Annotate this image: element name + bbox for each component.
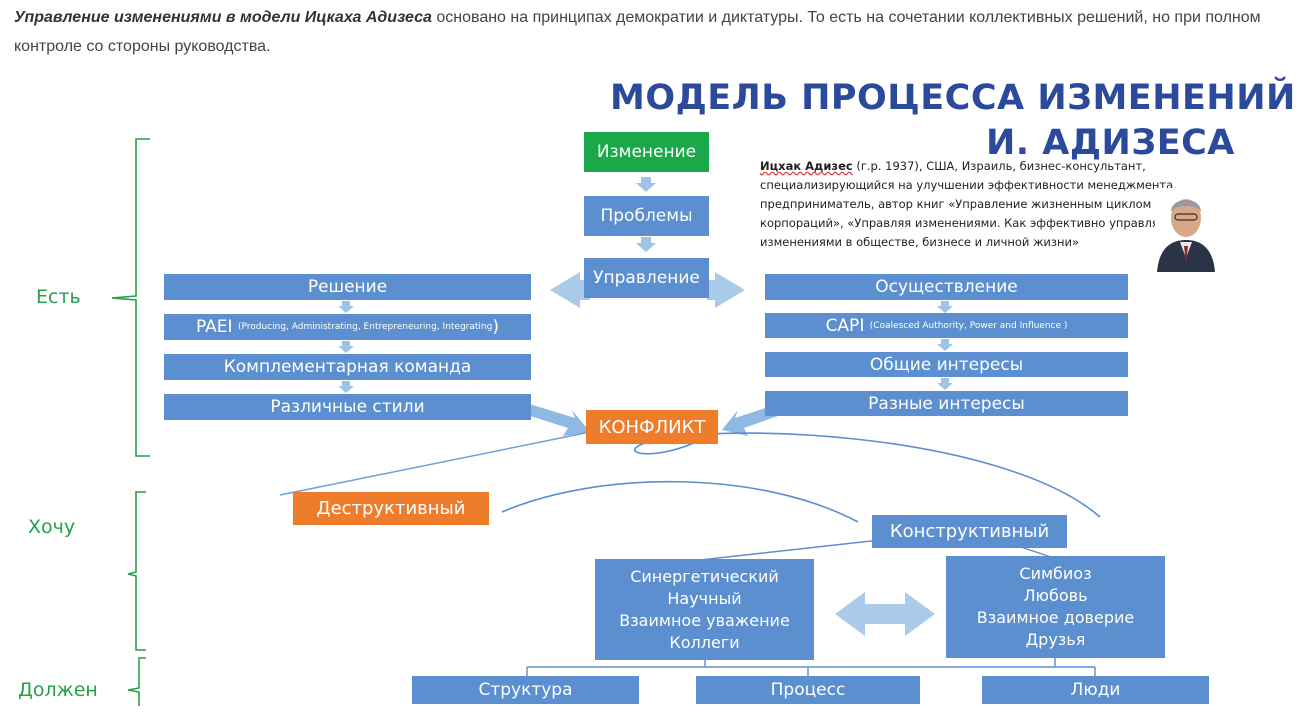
symbiosis-line-2: Любовь [1023,586,1088,605]
capi-label: CAPI [825,315,865,336]
box-process: Процесс [696,676,920,704]
side-label-want: Хочу [28,516,76,538]
adizes-portrait [1155,188,1217,272]
box-different-interests: Разные интересы [765,391,1128,416]
brace-want [127,491,146,651]
arrow-left-big [550,272,590,308]
synergy-line-3: Взаимное уважение [619,610,790,630]
box-implementation: Осуществление [765,274,1128,300]
box-complementary-team: Комплементарная команда [164,354,531,380]
capi-detail: (Coalesced Authority, Power and Influenc… [869,320,1068,331]
adizes-bio: Ицхак Адизес (г.р. 1937), США, Израиль, … [760,157,1180,252]
line-destructive-constructive [501,480,859,523]
line-conflict-constructive [633,432,1101,518]
box-solution: Решение [164,274,531,300]
box-different-styles: Различные стили [164,394,531,420]
synergy-line-4: Коллеги [669,632,740,652]
symbiosis-line-1: Симбиоз [1019,564,1092,583]
arrow-down-2 [636,237,656,252]
intro-paragraph: Управление изменениями в модели Ицкаха А… [14,3,1314,61]
box-problems: Проблемы [584,196,709,236]
paei-label: PAEI [196,317,233,337]
line-conflict-destructive [279,431,591,496]
box-symbiosis: Симбиоз Любовь Взаимное доверие Друзья [946,556,1165,658]
intro-bold: Управление изменениями в модели Ицкаха А… [14,9,432,26]
box-management: Управление [584,258,709,298]
paei-close: ) [492,317,499,337]
intro-text: основано на принципах демократии и дикта… [14,9,1261,55]
side-label-should: Должен [18,679,98,701]
arrow-down-7 [937,339,953,351]
title-line-2: И. АДИЗЕСА [986,123,1235,163]
box-paei: PAEI (Producing, Administrating, Entrepr… [164,314,531,340]
arrow-down-8 [937,378,953,390]
bio-name: Ицхак Адизес [760,159,853,173]
box-change: Изменение [584,132,709,172]
symbiosis-line-4: Друзья [1025,630,1086,649]
box-constructive: Конструктивный [872,515,1067,548]
box-synergy: Синергетический Научный Взаимное уважени… [595,559,814,660]
arrow-down-5 [338,381,354,393]
synergy-line-2: Научный [667,588,742,608]
brace-is [111,138,150,457]
box-structure: Структура [412,676,639,704]
symbiosis-line-3: Взаимное доверие [976,608,1135,627]
arrow-down-1 [636,177,656,192]
synergy-line-1: Синергетический [630,566,779,586]
arrow-down-3 [338,301,354,313]
side-label-is: Есть [36,286,81,308]
arrow-right-big [707,272,745,308]
box-people: Люди [982,676,1209,704]
paei-detail: (Producing, Administrating, Entrepreneur… [237,322,493,332]
double-arrow [835,592,935,636]
arrow-down-6 [937,301,953,313]
bio-text: (г.р. 1937), США, Израиль, бизнес-консул… [760,159,1177,249]
brace-should [127,657,146,706]
box-common-interests: Общие интересы [765,352,1128,377]
bottom-connectors [526,658,1096,676]
box-capi: CAPI (Coalesced Authority, Power and Inf… [765,313,1128,338]
arrow-down-4 [338,341,354,353]
title-line-1: МОДЕЛЬ ПРОЦЕССА ИЗМЕНЕНИЙ [610,78,1296,118]
box-destructive: Деструктивный [293,492,489,525]
line-constructive-synergy [699,539,881,561]
box-conflict: КОНФЛИКТ [586,410,718,444]
